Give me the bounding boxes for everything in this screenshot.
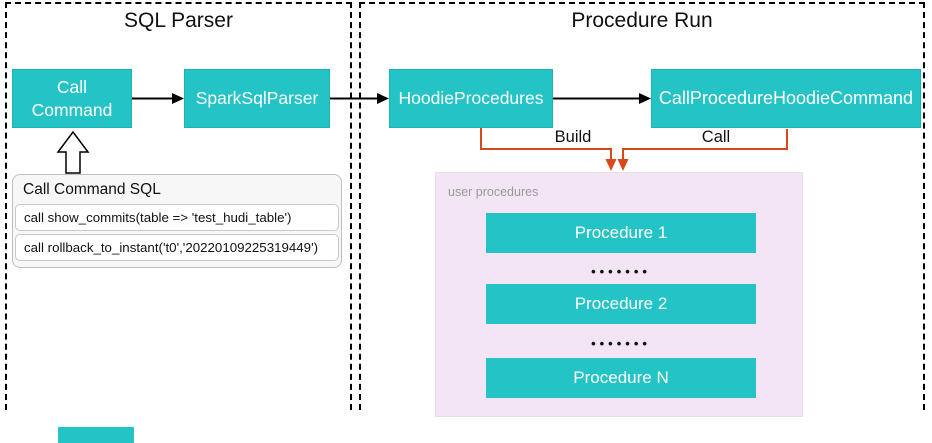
section-title-sql-parser: SQL Parser: [124, 9, 233, 32]
sql-panel: Call Command SQL call show_commits(table…: [12, 174, 342, 268]
section-procedure-run: Procedure Run: [359, 2, 925, 410]
node-hoodie-procedures: HoodieProcedures: [389, 69, 553, 128]
edge-label-call: Call: [701, 128, 731, 146]
node-spark-sql-parser: SparkSqlParser: [184, 69, 330, 128]
node-call-procedure-hoodie-command: CallProcedureHoodieCommand: [651, 69, 921, 128]
section-sql-parser: SQL Parser: [5, 2, 352, 410]
node-call-command: Call Command: [12, 69, 132, 128]
node-procedure-1: Procedure 1: [486, 213, 756, 253]
ellipsis-dots: •••••••: [591, 264, 651, 279]
edge-label-build: Build: [554, 128, 592, 146]
cutoff-teal-node: [58, 427, 134, 443]
sql-row: call show_commits(table => 'test_hudi_ta…: [15, 204, 339, 231]
sql-panel-title: Call Command SQL: [23, 181, 161, 198]
sql-row: call rollback_to_instant('t0','202201092…: [15, 234, 339, 261]
node-procedure-2: Procedure 2: [486, 284, 756, 324]
user-procedures-panel: user procedures Procedure 1 ••••••• Proc…: [435, 172, 803, 417]
section-title-procedure-run: Procedure Run: [571, 9, 713, 32]
ellipsis-dots: •••••••: [591, 336, 651, 351]
node-procedure-n: Procedure N: [486, 358, 756, 398]
user-procedures-label: user procedures: [448, 185, 539, 199]
